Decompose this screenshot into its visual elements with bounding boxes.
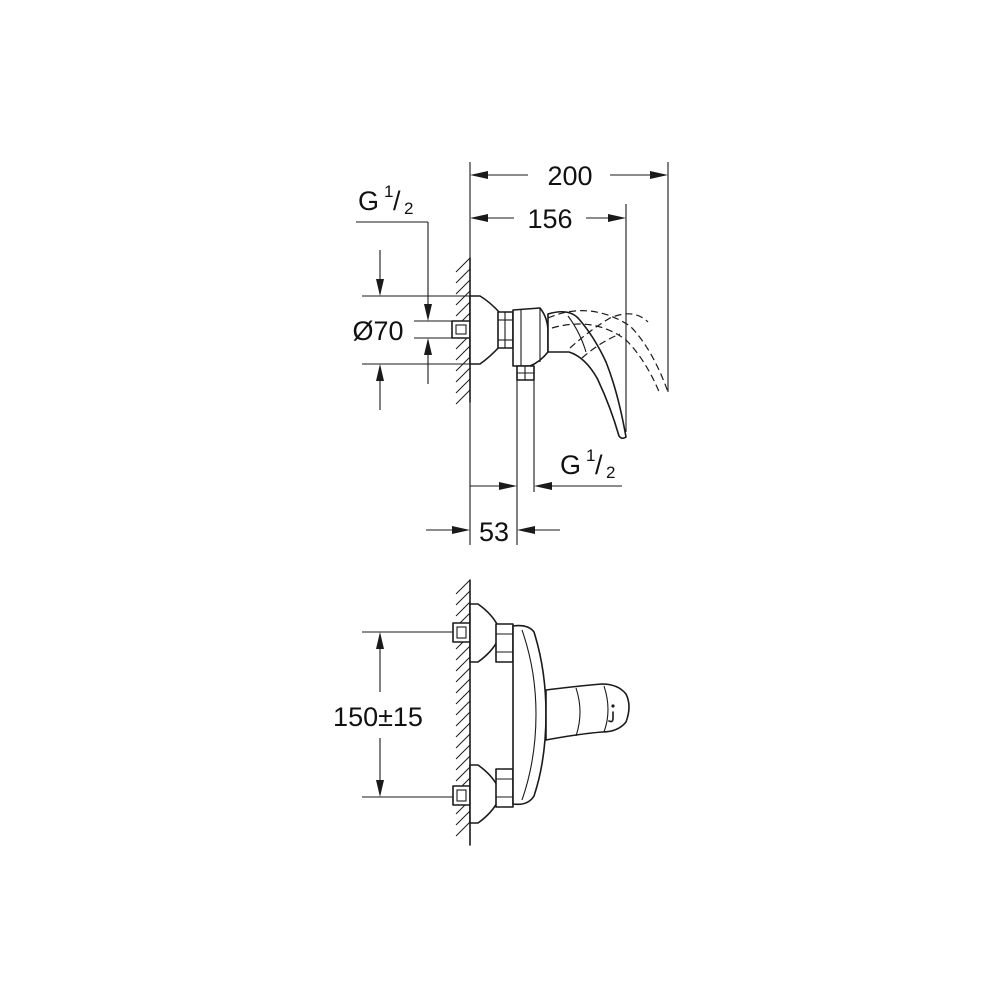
wall-hatch-line: [455, 645, 471, 661]
outlet-thread-slash: /: [595, 450, 603, 480]
wall-hatch-line: [455, 755, 471, 771]
mixer-front-outline: [452, 603, 630, 824]
wall-hatch-line: [455, 700, 471, 716]
side-view: 200 156 G 1 / 2: [352, 161, 669, 547]
outlet-thread-denominator: 2: [606, 463, 615, 482]
dimension-156-label: 156: [527, 204, 572, 234]
dimension-156: 156: [470, 204, 626, 234]
dimension-diameter-70: Ø70: [352, 250, 470, 410]
inlet-thread-numerator: 1: [384, 182, 393, 201]
dimension-200-label: 200: [547, 161, 592, 191]
wall-hatch-line: [455, 667, 471, 683]
wall-hatch-line: [455, 810, 471, 826]
inlet-thread-letter: G: [358, 186, 379, 216]
wall-hatch-line: [455, 689, 471, 705]
wall-hatch-line: [455, 590, 471, 606]
outlet-thread-label: G 1 / 2: [470, 446, 622, 490]
wall-hatch-line: [455, 678, 471, 694]
wall-hatch-line: [455, 345, 471, 361]
wall-hatch-line: [455, 579, 471, 595]
wall-hatch-line: [455, 268, 471, 284]
dimension-53-label: 53: [479, 517, 509, 547]
wall-hatch-line: [455, 367, 471, 383]
inlet-thread-denominator: 2: [404, 199, 413, 218]
wall-hatch-line: [455, 389, 471, 405]
wall-hatch-line: [455, 656, 471, 672]
outlet-thread-numerator: 1: [586, 446, 595, 465]
wall-hatch-line: [455, 744, 471, 760]
dimension-53: 53: [426, 485, 560, 547]
dimension-diameter-70-label: Ø70: [352, 316, 403, 346]
dimension-150-label: 150±15: [333, 702, 423, 732]
wall-hatch-line: [455, 601, 471, 617]
wall-hatch-line: [455, 279, 471, 295]
wall-hatch-line: [455, 378, 471, 394]
wall-hatch-line: [455, 290, 471, 306]
wall-hatch-line: [455, 722, 471, 738]
wall-hatch-line: [455, 711, 471, 727]
wall-hatch-line: [455, 257, 471, 273]
wall-hatch-line: [455, 301, 471, 317]
outlet-thread-letter: G: [560, 450, 581, 480]
wall-hatch-line: [455, 733, 471, 749]
dimension-150: 150±15: [333, 631, 455, 798]
inlet-thread-slash: /: [393, 186, 401, 216]
wall-hatch-line: [455, 766, 471, 782]
inlet-thread-label: G 1 / 2: [356, 182, 470, 384]
mixer-side-outline: [451, 295, 669, 440]
front-view: 150±15: [333, 579, 630, 846]
wall-hatch-line: [455, 821, 471, 837]
dimension-200: 200: [470, 161, 668, 191]
